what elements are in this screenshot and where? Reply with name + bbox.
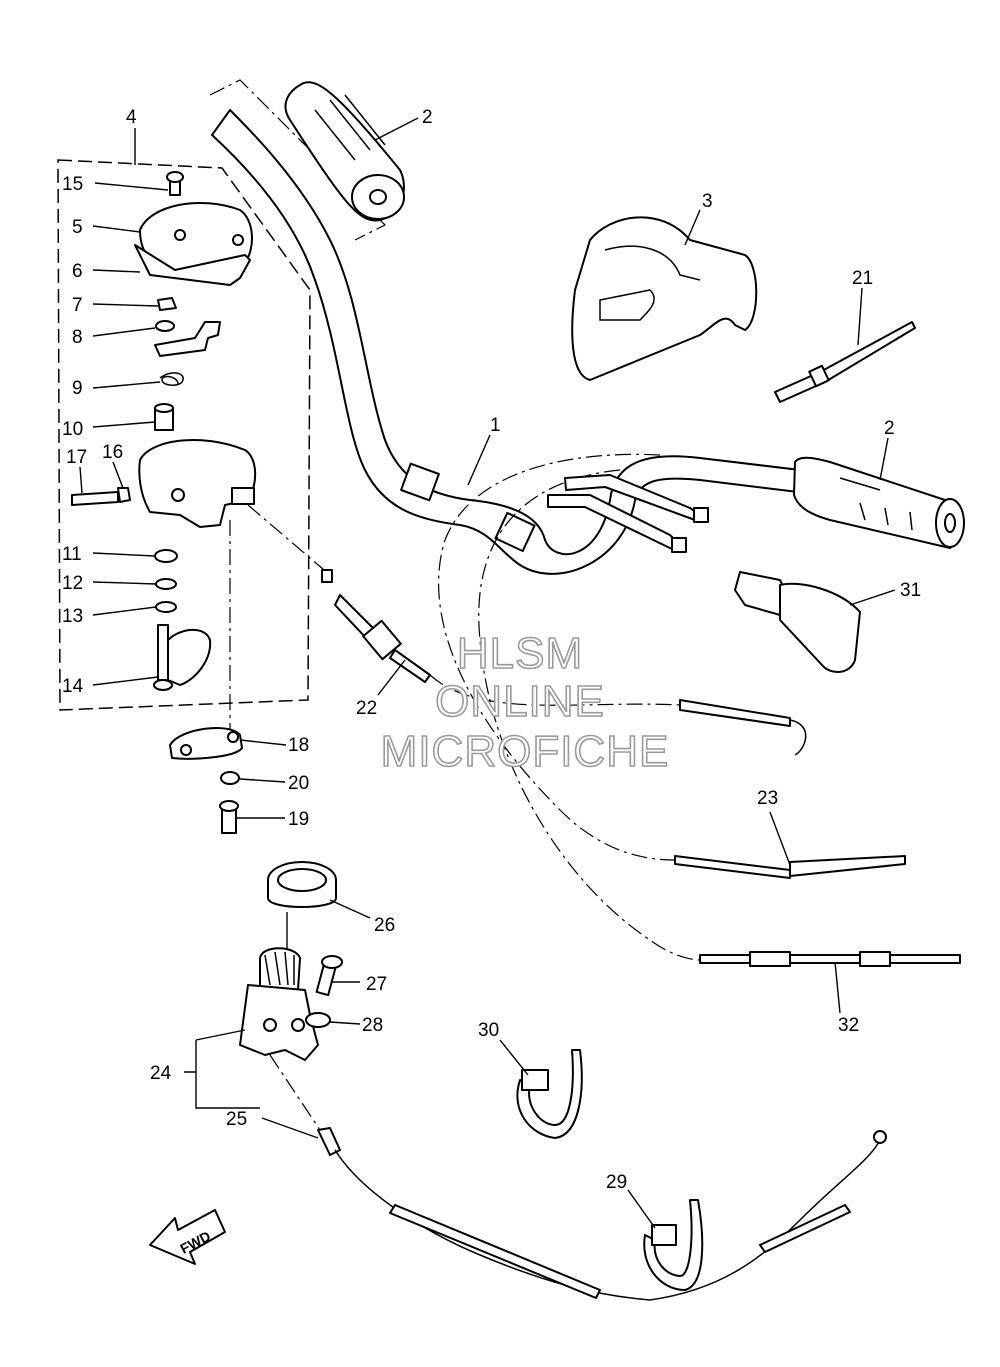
callout-17: 17 xyxy=(66,447,87,468)
cable-routing xyxy=(437,453,961,967)
callout-22: 22 xyxy=(356,698,377,719)
callout-27: 27 xyxy=(366,974,387,995)
callout-12: 12 xyxy=(62,573,83,594)
switch-cable[interactable] xyxy=(269,1054,887,1301)
band-clamps[interactable] xyxy=(516,1049,704,1291)
callout-10: 10 xyxy=(62,419,83,440)
rubber-boot[interactable] xyxy=(734,571,861,673)
lower-clamp[interactable] xyxy=(169,520,243,834)
handlebar[interactable] xyxy=(209,79,801,575)
callout-11: 11 xyxy=(62,544,82,565)
callout-25: 25 xyxy=(226,1109,247,1130)
callout-7: 7 xyxy=(72,295,83,316)
watermark: HLSM ONLINE MICROFICHE xyxy=(380,628,670,777)
callout-3: 3 xyxy=(702,191,713,212)
short-cables[interactable] xyxy=(547,474,709,553)
callout-16: 16 xyxy=(102,442,123,463)
callout-20: 20 xyxy=(288,773,309,794)
callout-15: 15 xyxy=(62,174,83,195)
callout-8: 8 xyxy=(72,327,83,348)
throttle-cable[interactable] xyxy=(247,504,807,756)
callout-2-right: 2 xyxy=(884,418,895,439)
callout-28: 28 xyxy=(362,1015,383,1036)
callout-18: 18 xyxy=(288,735,309,756)
callout-32: 32 xyxy=(838,1015,859,1036)
callout-labels: 4 2 3 21 1 2 15 5 6 7 8 9 10 16 17 11 12… xyxy=(62,107,921,1193)
fwd-arrow-icon: FWD xyxy=(149,1209,226,1265)
watermark-line2: ONLINE xyxy=(435,677,605,726)
grip-right[interactable] xyxy=(793,456,965,549)
grip-left[interactable] xyxy=(284,81,405,222)
callout-6: 6 xyxy=(72,261,83,282)
callout-14: 14 xyxy=(62,676,84,697)
callout-19: 19 xyxy=(288,809,309,830)
handlebar-cover[interactable] xyxy=(571,216,758,381)
callout-21: 21 xyxy=(852,268,873,289)
callout-24: 24 xyxy=(150,1063,172,1084)
switch-assembly[interactable] xyxy=(239,861,343,1061)
callout-30: 30 xyxy=(478,1020,499,1041)
leader-lines xyxy=(79,117,896,1229)
callout-31: 31 xyxy=(900,580,921,601)
throttle-assembly[interactable] xyxy=(57,159,311,711)
callout-2-top: 2 xyxy=(422,107,433,128)
callout-9: 9 xyxy=(72,378,83,399)
callout-23: 23 xyxy=(757,788,778,809)
callout-13: 13 xyxy=(62,606,83,627)
watermark-line1: HLSM xyxy=(457,629,583,678)
callout-29: 29 xyxy=(606,1172,627,1193)
watermark-line3: MICROFICHE xyxy=(381,727,670,776)
callout-4: 4 xyxy=(126,107,137,128)
cable-tie[interactable] xyxy=(774,321,916,403)
callout-5: 5 xyxy=(72,217,83,238)
callout-26: 26 xyxy=(374,915,395,936)
callout-1: 1 xyxy=(490,415,501,436)
